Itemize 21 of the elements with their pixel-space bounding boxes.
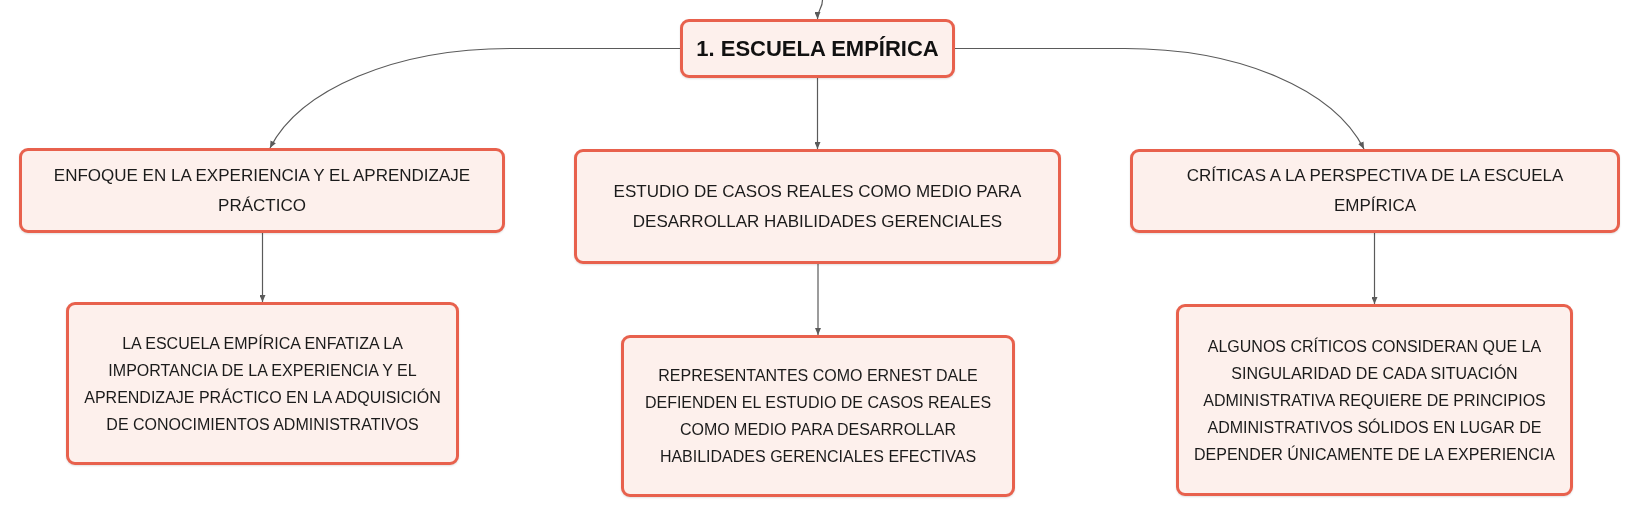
connector-arrow (1371, 232, 1378, 305)
connector-arrow (815, 263, 821, 336)
topic-text: REPRESENTANTES COMO ERNEST DALE DEFIENDEN EL ESTUDIO DE CASOS REALES COMO MEDIO PARA DESARROLLAR HABILIDADES GERENCIALES EFECTIVAS (643, 366, 993, 467)
topic-text: CRÍTICAS A LA PERSPECTIVA DE LA ESCUELA EMPÍRICA (1185, 165, 1565, 217)
topic-text: ESTUDIO DE CASOS REALES COMO MEDIO PARA DESARROLLAR HABILIDADES GERENCIALES (612, 180, 1023, 233)
topic-box (19, 148, 505, 233)
subtopic-box (621, 335, 1015, 497)
connector-arrow (814, 0, 824, 20)
topic-text: LA ESCUELA EMPÍRICA ENFATIZA LA IMPORTANCIA DE LA EXPERIENCIA Y EL APRENDIZAJE PRÁCTICO EN LA ADQUISICIÓN DE CONOCIMIENTOS ADMINISTRATIVOS (83, 333, 442, 435)
connector-arrow (269, 47, 681, 149)
topic-box (1130, 149, 1620, 233)
topic-text: ENFOQUE EN LA EXPERIENCIA Y EL APRENDIZAJE PRÁCTICO (52, 164, 472, 217)
connector-arrow (814, 77, 821, 150)
connector-arrow (259, 232, 266, 303)
topic-text: 1. ESCUELA EMPÍRICA (696, 34, 939, 63)
connector-arrow (954, 47, 1365, 150)
subtopic-box (1176, 304, 1573, 496)
subtopic-box (66, 302, 459, 465)
topic-text: ALGUNOS CRÍTICOS CONSIDERAN QUE LA SINGULARIDAD DE CADA SITUACIÓN ADMINISTRATIVA REQUIERE DE PRINCIPIOS ADMINISTRATIVOS SÓLIDOS EN LUGAR DE DEPENDER ÚNICAMENTE DE LA EXPERIENCIA (1193, 336, 1556, 465)
topic-box (574, 149, 1061, 264)
central-topic-box (680, 19, 955, 78)
